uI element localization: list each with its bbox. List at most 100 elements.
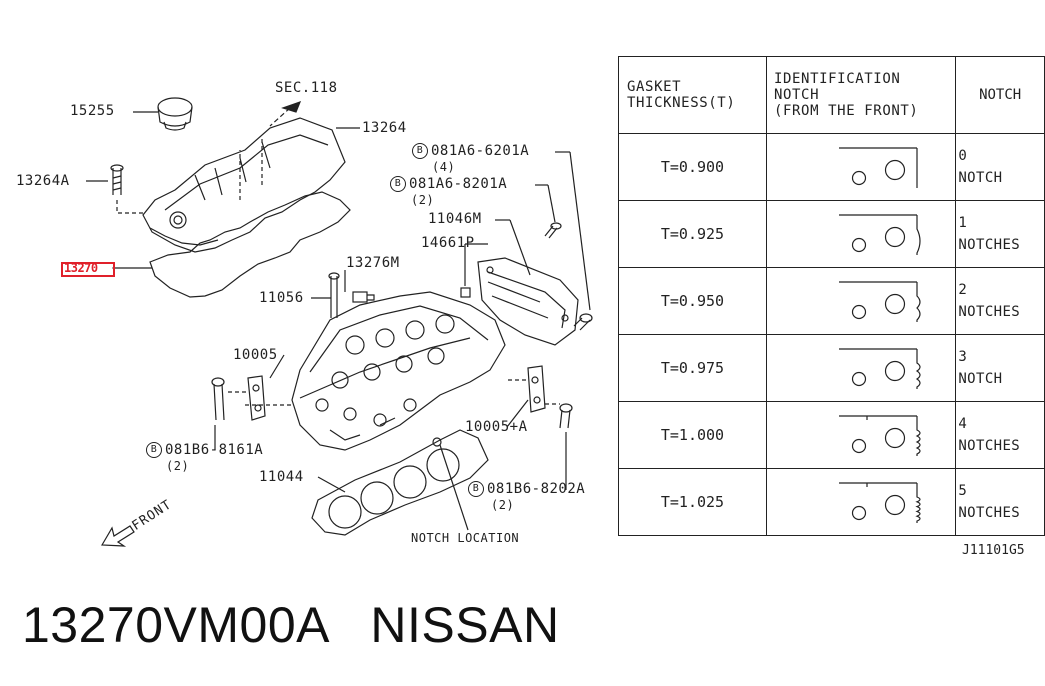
- notch-drawing: [838, 281, 921, 322]
- notch-drawing-cell: [765, 267, 957, 335]
- gasket-small-hole: [851, 237, 867, 253]
- gasket-thickness-table: GASKET THICKNESS(T) IDENTIFICATION NOTCH…: [618, 56, 1045, 536]
- label-bolt-b4-qty: (2): [491, 498, 515, 512]
- gasket-small-hole: [851, 304, 867, 320]
- notch-drawing: [838, 482, 921, 523]
- bolt-symbol: B: [412, 143, 428, 159]
- bolt-symbol: B: [146, 442, 162, 458]
- label-10005a: 10005+A: [465, 419, 528, 435]
- exploded-view-diagram: [86, 97, 593, 547]
- sec-arrow: [269, 100, 302, 127]
- leader-10005a: [506, 399, 529, 428]
- gasket-small-hole: [851, 505, 867, 521]
- gasket-notched-edge: [915, 416, 921, 456]
- thickness-cell: T=1.000: [618, 401, 767, 469]
- notch-drawing-cell: [765, 401, 957, 469]
- label-sec118: SEC.118: [275, 80, 338, 96]
- notch-drawing-cell: [765, 468, 957, 536]
- bolt-symbol: B: [390, 176, 406, 192]
- label-bolt-b1-qty: (4): [432, 160, 456, 174]
- notch-drawing-cell: [765, 133, 957, 201]
- leader-11044: [317, 476, 346, 493]
- head-bolt: [328, 272, 340, 318]
- bolt-symbol: B: [468, 481, 484, 497]
- label-bolt-b2-qty: (2): [411, 193, 435, 207]
- gasket-small-hole: [851, 371, 867, 387]
- gasket-bore-hole: [884, 293, 906, 315]
- gasket-notched-edge: [916, 215, 921, 255]
- gasket-small-hole: [851, 170, 867, 186]
- sensor: [352, 291, 375, 303]
- thickness-cell: T=0.900: [618, 133, 767, 201]
- highlighted-part-13270: 13270: [61, 261, 115, 277]
- label-13276m: 13276M: [346, 255, 400, 271]
- bracket-right: [508, 365, 573, 429]
- header-thickness: GASKET THICKNESS(T): [618, 56, 767, 134]
- diagram-reference-code: J11101G5: [962, 543, 1025, 558]
- gasket-bore-hole: [884, 360, 906, 382]
- leader-b2b: [547, 184, 556, 223]
- label-11056: 11056: [259, 290, 304, 306]
- gasket-bore-hole: [884, 159, 906, 181]
- table-header-row: GASKET THICKNESS(T) IDENTIFICATION NOTCH…: [618, 56, 1045, 134]
- gasket-bore-hole: [884, 494, 906, 516]
- gasket-bore-hole: [884, 226, 906, 248]
- label-11046m: 11046M: [428, 211, 482, 227]
- label-notch-location: NOTCH LOCATION: [411, 531, 520, 545]
- header-notch: NOTCH: [955, 56, 1045, 134]
- label-10005: 10005: [233, 347, 278, 363]
- label-11044: 11044: [259, 469, 304, 485]
- thickness-cell: T=0.925: [618, 200, 767, 268]
- cylinder-head: [291, 291, 506, 451]
- leader-b1b: [569, 151, 591, 311]
- gasket-small-hole: [851, 438, 867, 454]
- front-cover-plate: [477, 257, 579, 346]
- notch-drawing-cell: [765, 200, 957, 268]
- rocker-cover: [142, 117, 346, 253]
- label-13264a: 13264A: [16, 173, 70, 189]
- notch-drawing: [838, 214, 921, 255]
- thickness-cell: T=0.975: [618, 334, 767, 402]
- label-13264: 13264: [362, 120, 407, 136]
- rocker-cover-bolt: [110, 164, 124, 195]
- gasket-bore-hole: [884, 427, 906, 449]
- gasket-notched-edge: [915, 349, 921, 389]
- header-identification: IDENTIFICATION NOTCH (FROM THE FRONT): [765, 56, 957, 134]
- front-arrow-icon: [100, 525, 135, 547]
- notch-drawing-cell: [765, 334, 957, 402]
- notch-drawing: [838, 415, 921, 456]
- notch-drawing: [838, 348, 921, 389]
- oil-filler-cap: [157, 97, 193, 131]
- bracket-left: [211, 375, 292, 421]
- part-number-title: 13270VM00A NISSAN: [22, 597, 560, 653]
- thickness-cell: T=1.025: [618, 468, 767, 536]
- head-gasket: [311, 429, 489, 536]
- rocker-cover-gasket: [149, 191, 351, 298]
- label-15255: 15255: [70, 103, 115, 119]
- gasket-notched-edge: [916, 282, 921, 322]
- label-14661p: 14661P: [421, 235, 475, 251]
- plug: [460, 287, 471, 298]
- notch-drawing: [838, 147, 918, 188]
- label-bolt-b3-qty: (2): [166, 459, 190, 473]
- leader-notch-location: [439, 444, 469, 531]
- leader-10005: [269, 354, 285, 379]
- thickness-cell: T=0.950: [618, 267, 767, 335]
- gasket-notched-edge: [915, 483, 921, 523]
